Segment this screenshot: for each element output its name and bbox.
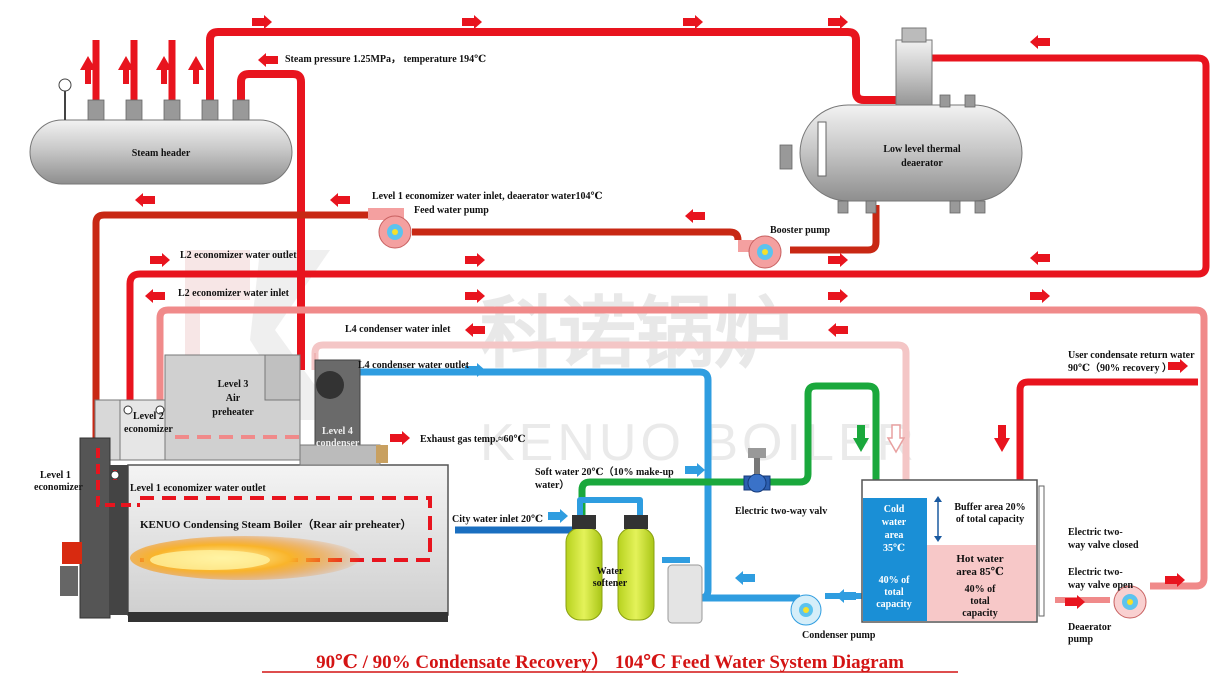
deaerator-label-1: Low level thermal — [883, 144, 960, 155]
boiler-name-label: KENUO Condensing Steam Boiler（Rear air p… — [140, 518, 412, 531]
booster-pump — [738, 235, 782, 269]
l1-econ-left-label-2: economizer — [34, 482, 83, 493]
flow-arrows — [80, 15, 1188, 609]
buffer-label-1: Buffer area 20% — [954, 502, 1025, 513]
condenser-pump — [790, 594, 822, 626]
soft-water-label-1: Soft water 20℃（10% make-up — [535, 465, 674, 478]
l4-cond-inlet-label: L4 condenser water inlet — [345, 324, 451, 335]
air-preheater-label-1: Level 3 — [218, 379, 249, 390]
booster-pump-label: Booster pump — [770, 225, 831, 236]
l1-econ-outlet-label: Level 1 economizer water outlet — [130, 483, 266, 494]
valve-closed-label-1: Electric two- — [1068, 527, 1123, 538]
hot-capacity-label-1: 40% of — [965, 584, 997, 595]
hot-capacity-label-3: capacity — [962, 608, 998, 619]
feed-water-pump — [368, 208, 412, 249]
water-softener — [565, 515, 703, 624]
cold-capacity-label-3: capacity — [876, 599, 912, 610]
softener-label-2: softener — [593, 578, 628, 589]
diagram-title: 90℃ / 90% Condensate Recovery） 104℃ Feed… — [316, 650, 904, 673]
l1-econ-inlet-label: Level 1 economizer water inlet, deaerato… — [372, 191, 603, 202]
valve-open-label-1: Electric two- — [1068, 567, 1123, 578]
boiler — [60, 354, 449, 622]
valve-open-label-2: way valve open — [1068, 580, 1133, 591]
l4-cond-outlet-label: L4 condenser water outlet — [358, 360, 470, 371]
soft-water-label-2: water） — [535, 478, 569, 491]
deaerator: Low level thermal deaerator — [779, 27, 1023, 214]
l2-economizer-label-1: Level 2 — [133, 411, 164, 422]
hot-capacity-label-2: total — [970, 596, 990, 607]
watermark: 科诺锅炉 KENUO BOILER — [185, 250, 918, 472]
l2-econ-inlet-label: L2 economizer water inlet — [178, 288, 290, 299]
watermark-cn: 科诺锅炉 — [480, 289, 792, 379]
steam-header-label: Steam header — [132, 148, 191, 159]
user-return-label-2: 90℃（90% recovery ） — [1068, 361, 1172, 374]
hot-area-label-1: Hot water — [956, 553, 1003, 565]
condenser-pump-label: Condenser pump — [802, 630, 876, 641]
air-preheater-label-2: Air — [226, 393, 241, 404]
l4-condenser-label-1: Level 4 — [322, 426, 353, 437]
cold-area-label-3: area — [885, 530, 904, 541]
l2-econ-outlet-label: L2 economizer water outlet — [180, 250, 297, 261]
l2-economizer-label-2: economizer — [124, 424, 173, 435]
pipes — [92, 28, 1210, 603]
electric-two-way-valve — [743, 448, 771, 493]
steam-header: Steam header — [29, 78, 293, 185]
buffer-label-2: of total capacity — [956, 514, 1024, 525]
deaerator-label-2: deaerator — [901, 158, 943, 169]
air-preheater-label-3: preheater — [212, 407, 254, 418]
l1-econ-left-label-1: Level 1 — [40, 470, 71, 481]
electric-valve-label: Electric two-way valv — [735, 506, 827, 517]
cold-capacity-label-2: total — [884, 587, 904, 598]
softener-label-1: Water — [597, 566, 624, 577]
valve-closed-label-2: way valve closed — [1068, 540, 1139, 551]
deaerator-pump-label-1: Deaerator — [1068, 622, 1112, 633]
deaerator-pump — [1113, 585, 1147, 619]
cold-area-label-2: water — [882, 517, 907, 528]
cold-area-label-4: 35℃ — [883, 543, 905, 554]
steam-pressure-label: Steam pressure 1.25MPa， temperature 194℃ — [285, 54, 486, 65]
cold-capacity-label-1: 40% of — [879, 575, 911, 586]
l4-condenser-label-2: condenser — [316, 438, 360, 449]
feed-pump-label: Feed water pump — [414, 205, 489, 216]
user-return-label-1: User condensate return water — [1068, 350, 1195, 361]
hot-area-label-2: area 85℃ — [956, 566, 1004, 578]
water-tank — [861, 479, 1045, 623]
exhaust-label: Exhaust gas temp.≈60℃ — [420, 434, 526, 445]
deaerator-pump-label-2: pump — [1068, 634, 1093, 645]
city-water-label: City water inlet 20℃ — [452, 514, 543, 525]
watermark-en: KENUO BOILER — [480, 414, 918, 472]
cold-area-label-1: Cold — [884, 504, 905, 515]
